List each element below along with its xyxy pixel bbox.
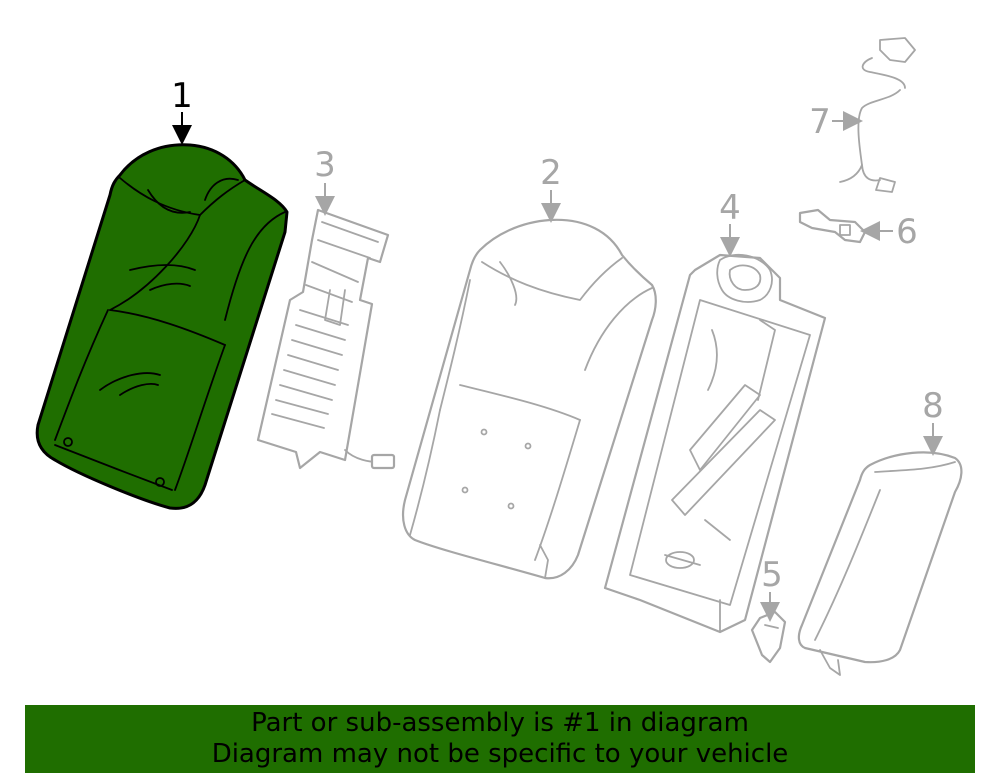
part-3-seat-heater[interactable] xyxy=(256,208,396,470)
banner-line-2: Diagram may not be specific to your vehi… xyxy=(211,739,789,769)
part-1-seat-back-cover[interactable] xyxy=(35,143,289,510)
callout-5: 5 xyxy=(761,555,783,595)
callout-3: 3 xyxy=(314,145,336,185)
callout-6: 6 xyxy=(896,212,918,252)
callout-7: 7 xyxy=(809,102,831,142)
banner-line-1: Part or sub-assembly is #1 in diagram xyxy=(251,708,749,738)
parts-diagram: 1 2 3 4 5 6 7 8 xyxy=(35,37,963,676)
callout-8: 8 xyxy=(922,386,944,426)
part-4-seat-back-frame[interactable] xyxy=(603,253,827,634)
part-5-clip[interactable] xyxy=(750,610,787,664)
callout-4: 4 xyxy=(719,188,741,228)
part-2-seat-back-pad[interactable] xyxy=(401,218,657,580)
callout-2: 2 xyxy=(540,153,562,193)
part-7-cable[interactable] xyxy=(839,37,916,193)
part-8-side-bolster[interactable] xyxy=(797,451,963,676)
part-6-bracket[interactable] xyxy=(798,208,867,244)
info-banner: Part or sub-assembly is #1 in diagram Di… xyxy=(25,705,975,773)
callout-1: 1 xyxy=(171,76,193,116)
